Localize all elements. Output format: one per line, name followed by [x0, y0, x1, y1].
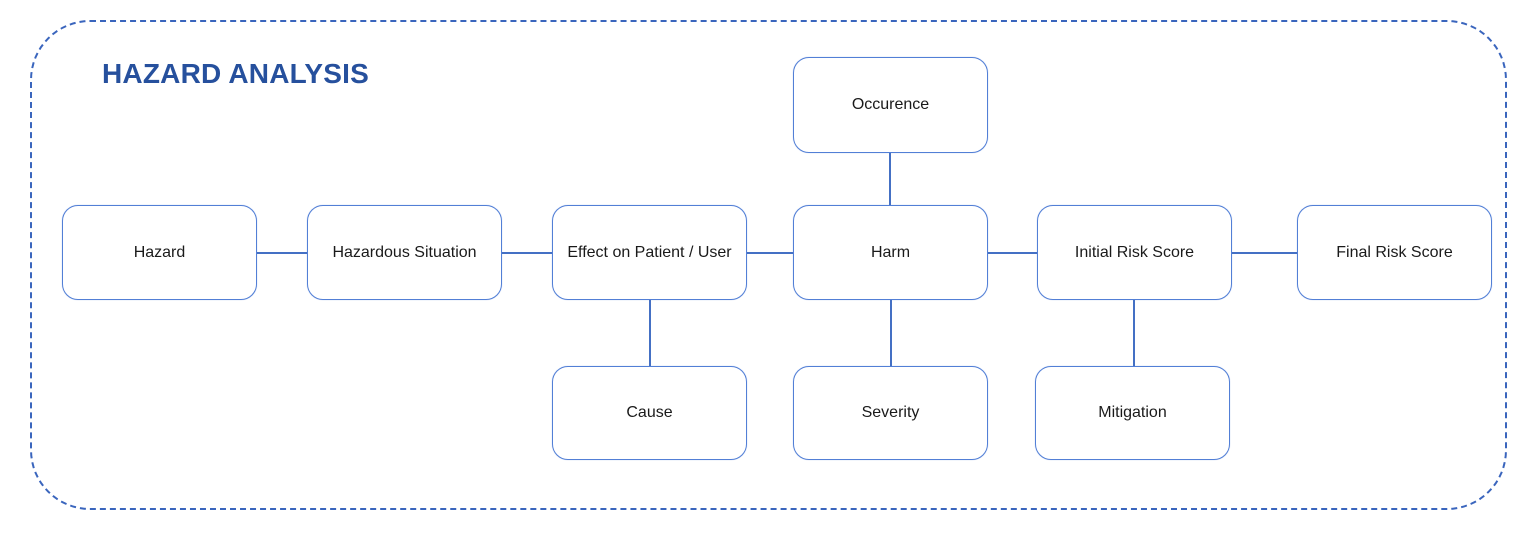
node-mitigation-label: Mitigation — [1098, 404, 1167, 421]
diagram-title: HAZARD ANALYSIS — [102, 58, 369, 89]
node-occurence-label: Occurence — [851, 96, 930, 113]
node-effect-on-patient-user-label: Effect on Patient / User — [567, 243, 732, 261]
edge-effect-to-cause — [648, 300, 651, 366]
edge-harm-to-initial-risk-score — [988, 251, 1037, 254]
edge-effect-to-harm — [747, 251, 793, 254]
edge-occurence-to-harm — [889, 153, 891, 205]
node-effect-on-patient-user: Effect on Patient / User — [552, 205, 747, 300]
node-severity: Severity — [793, 366, 988, 460]
edge-hazardous-situation-to-effect — [502, 251, 552, 254]
node-severity-label: Severity — [861, 404, 920, 421]
node-hazard-label: Hazard — [133, 243, 186, 261]
node-hazardous-situation-label: Hazardous Situation — [332, 243, 477, 261]
node-cause-label: Cause — [626, 404, 673, 421]
edge-initial-to-final-risk-score — [1232, 251, 1297, 254]
node-hazardous-situation: Hazardous Situation — [307, 205, 502, 300]
node-cause: Cause — [552, 366, 747, 460]
edge-hazard-to-hazardous-situation — [257, 251, 307, 254]
node-initial-risk-score-label: Initial Risk Score — [1074, 243, 1195, 261]
node-harm: Harm — [793, 205, 988, 300]
node-occurence: Occurence — [793, 57, 988, 153]
node-hazard: Hazard — [62, 205, 257, 300]
edge-initial-risk-score-to-mitigation — [1132, 300, 1135, 366]
node-initial-risk-score: Initial Risk Score — [1037, 205, 1232, 300]
node-final-risk-score-label: Final Risk Score — [1336, 243, 1453, 261]
edge-harm-to-severity — [889, 300, 892, 366]
node-final-risk-score: Final Risk Score — [1297, 205, 1492, 300]
node-mitigation: Mitigation — [1035, 366, 1230, 460]
diagram-dashed-frame — [30, 20, 1507, 510]
node-harm-label: Harm — [870, 243, 911, 261]
